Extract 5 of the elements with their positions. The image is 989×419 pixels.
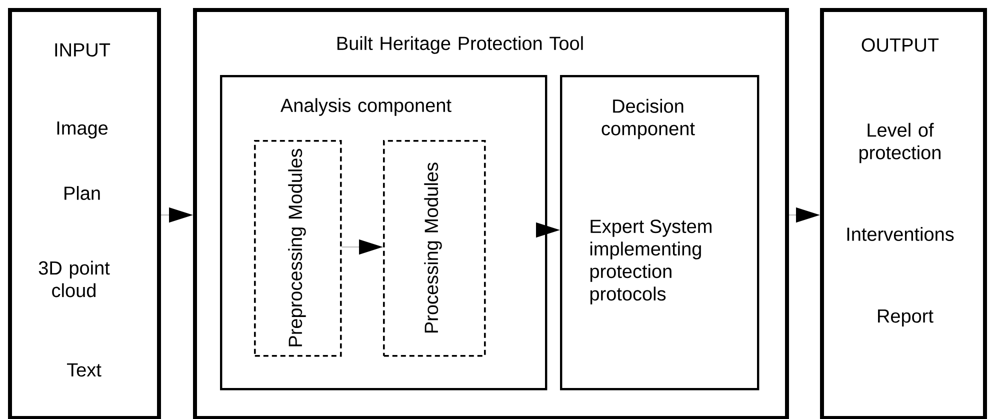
component-box: Decision component Expert System implementing protection protocols (560, 75, 760, 390)
module-box: Processing Modules (383, 140, 486, 357)
output-panel: OUTPUT Level of protection Interventions Report (820, 8, 987, 419)
module-box: Preprocessing Modules (254, 140, 342, 357)
input-panel: INPUT Image Plan 3D point cloud Text (8, 8, 161, 419)
